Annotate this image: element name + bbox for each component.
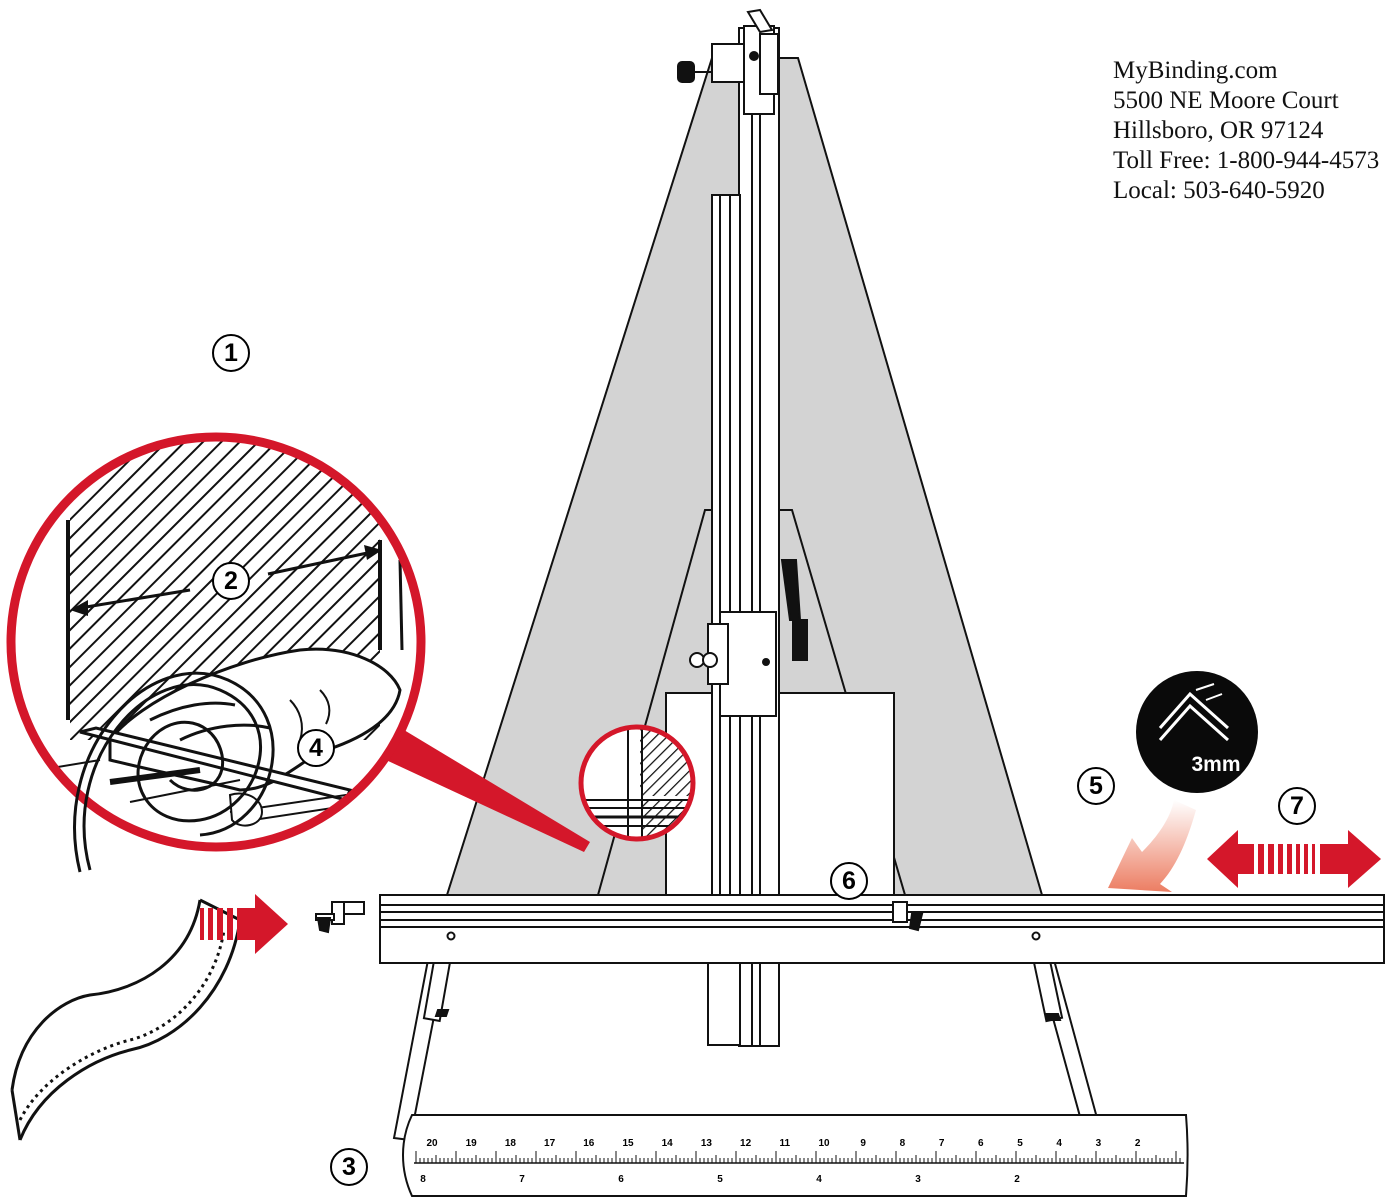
double-arrow-icon <box>1207 830 1381 888</box>
ruler-top-label: 20 <box>426 1138 438 1149</box>
ruler-ticks <box>415 1151 1181 1163</box>
ruler-top-label: 4 <box>1056 1138 1062 1149</box>
stop-piece <box>315 901 365 934</box>
ruler-top-label: 19 <box>466 1138 478 1149</box>
ruler: 20 19 18 17 16 15 14 13 12 11 10 9 8 7 6 5 4 3 2 8 7 6 5 4 3 2 <box>402 1114 1189 1197</box>
ruler-top-label: 12 <box>740 1138 752 1149</box>
company-name: MyBinding.com <box>1113 57 1278 84</box>
ruler-top-label: 14 <box>662 1138 674 1149</box>
ruler-top-label: 2 <box>1135 1138 1141 1149</box>
ruler-top-label: 11 <box>780 1138 791 1149</box>
company-address: MyBinding.com 5500 NE Moore Court Hillsb… <box>1113 56 1391 206</box>
ruler-top-label: 6 <box>978 1138 984 1149</box>
callout-6: 6 <box>830 862 868 900</box>
ruler-top-label: 17 <box>544 1138 556 1149</box>
small-magnifier <box>578 724 696 842</box>
callout-3: 3 <box>330 1148 368 1186</box>
left-leg <box>392 957 452 1142</box>
ruler-top-label: 3 <box>1096 1138 1102 1149</box>
ruler-bottom-label: 7 <box>519 1174 525 1185</box>
callout-2: 2 <box>212 562 250 600</box>
company-street: 5500 NE Moore Court <box>1113 87 1339 114</box>
thickness-detail: 3mm <box>1136 671 1258 793</box>
ruler-top-label: 9 <box>860 1138 866 1149</box>
ruler-top-label: 10 <box>818 1138 830 1149</box>
ruler-bottom-label: 4 <box>816 1174 822 1185</box>
ruler-top-label: 5 <box>1017 1138 1023 1149</box>
callout-4: 4 <box>297 729 335 767</box>
base-rail <box>379 894 1385 964</box>
curved-arrow-icon <box>1108 800 1196 892</box>
company-tollfree: Toll Free: 1-800-944-4573 <box>1113 147 1380 174</box>
cutting-column <box>677 8 808 1047</box>
arrow-right-icon <box>200 894 288 954</box>
callout-7: 7 <box>1278 787 1316 825</box>
callout-1: 1 <box>212 334 250 372</box>
ruler-bottom-label: 8 <box>420 1174 426 1185</box>
ruler-top-label: 7 <box>939 1138 945 1149</box>
callout-5: 5 <box>1077 767 1115 805</box>
company-local: Local: 503-640-5920 <box>1113 177 1325 204</box>
large-magnifier <box>6 432 426 852</box>
magnifier-connector <box>386 730 590 852</box>
ruler-top-label: 16 <box>583 1138 595 1149</box>
ruler-top-label: 13 <box>701 1138 713 1149</box>
ruler-bottom-label: 3 <box>915 1174 921 1185</box>
ruler-bottom-label: 2 <box>1014 1174 1020 1185</box>
company-city: Hillsboro, OR 97124 <box>1113 117 1324 144</box>
thickness-label: 3mm <box>1191 753 1240 776</box>
ruler-bottom-label: 6 <box>618 1174 624 1185</box>
coiled-strip <box>10 671 275 1141</box>
ruler-top-label: 8 <box>900 1138 906 1149</box>
ruler-bottom-label: 5 <box>717 1174 723 1185</box>
ruler-top-label: 18 <box>505 1138 517 1149</box>
ruler-top-label: 15 <box>622 1138 634 1149</box>
